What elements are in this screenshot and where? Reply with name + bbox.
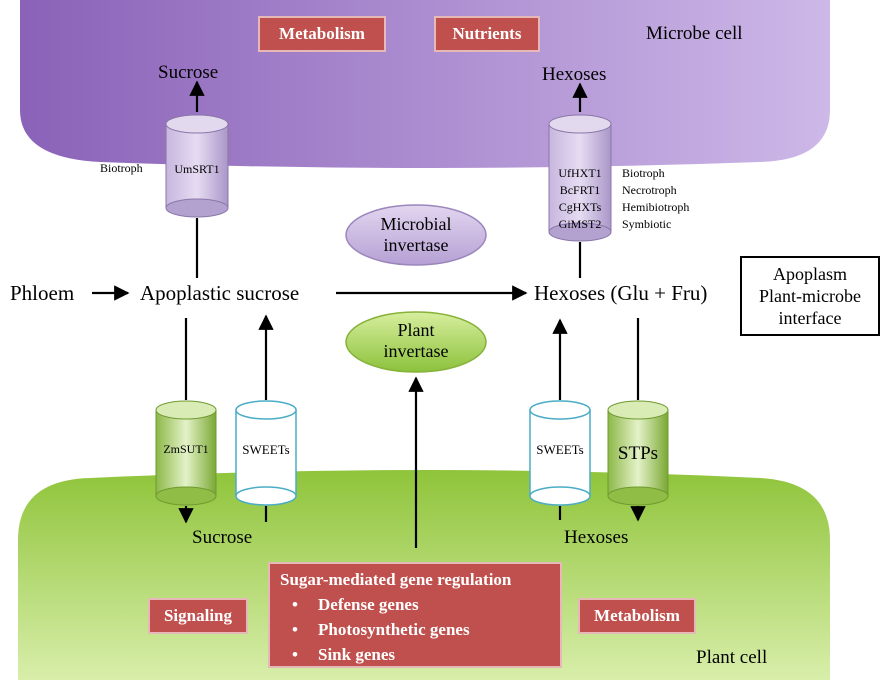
plant-invertase-line2: invertase [383,341,449,361]
stps-label: STPs [617,443,659,464]
sweets-right-label: SWEETs [536,442,584,457]
zmsut1-transporter [155,400,217,506]
apoplasm-line2: Plant-microbe [759,286,861,306]
zmsut1-label: ZmSUT1 [163,442,209,456]
gene-item-defense: Defense genes [292,595,550,615]
apoplasm-line3: interface [778,308,842,328]
gene-regulation-box: Sugar-mediated gene regulation Defense g… [268,562,562,668]
transporter-ufhxt1: UfHXT1 [558,166,602,180]
apoplast-hexoses-label: Hexoses (Glu + Fru) [534,281,708,305]
plant-invertase [345,311,487,373]
plant-hexoses-label: Hexoses [564,527,629,548]
microbial-invertase-label: Microbial invertase [346,214,486,256]
lifestyle-necrotroph: Necrotroph [622,183,677,197]
sweets-left-label: SWEETs [242,442,290,457]
umsrt1-label: UmSRT1 [174,162,220,176]
biotroph-left-label: Biotroph [100,161,143,175]
umsrt1-transporter [165,114,229,218]
microbial-invertase [345,204,487,266]
microbe-sucrose-label: Sucrose [158,62,219,83]
microbe-hexose-transporter [548,114,612,242]
transporter-gimst2: GiMST2 [558,217,602,231]
microbe-nutrients-box: Nutrients [434,16,540,52]
gene-item-photosynthetic: Photosynthetic genes [292,620,550,640]
sweets-left-transporter [235,400,297,506]
microbial-invertase-line1: Microbial [380,214,452,234]
microbe-metabolism-box: Metabolism [258,16,386,52]
plant-invertase-label: Plant invertase [346,320,486,362]
microbe-transporter-names: UfHXT1 BcFRT1 CgHXTs GiMST2 [549,165,611,233]
transporter-bcfrt1: BcFRT1 [559,183,601,197]
plant-cell-label: Plant cell [696,647,768,668]
gene-item-sink: Sink genes [292,645,550,665]
gene-regulation-title: Sugar-mediated gene regulation [280,570,512,589]
stps-transporter [607,400,669,506]
transporter-cghxts: CgHXTs [558,200,602,214]
plant-sucrose-label: Sucrose [192,527,253,548]
lifestyle-hemibiotroph: Hemibiotroph [622,200,690,214]
signaling-box: Signaling [148,598,248,634]
lifestyle-list: Biotroph Necrotroph Hemibiotroph Symbiot… [622,165,689,233]
microbe-cell-label: Microbe cell [646,23,743,44]
plant-metabolism-box: Metabolism [578,598,696,634]
microbe-hexoses-label: Hexoses [542,64,607,85]
apoplasm-line1: Apoplasm [773,264,847,284]
lifestyle-symbiotic: Symbiotic [622,217,672,231]
phloem-label: Phloem [10,281,75,305]
lifestyle-biotroph: Biotroph [622,166,665,180]
apoplastic-sucrose-label: Apoplastic sucrose [140,281,300,305]
apoplasm-interface-box: Apoplasm Plant-microbe interface [740,256,880,336]
plant-invertase-line1: Plant [397,320,435,340]
sweets-right-transporter [529,400,591,506]
microbial-invertase-line2: invertase [383,235,449,255]
gene-list: Defense genes Photosynthetic genes Sink … [280,595,550,665]
